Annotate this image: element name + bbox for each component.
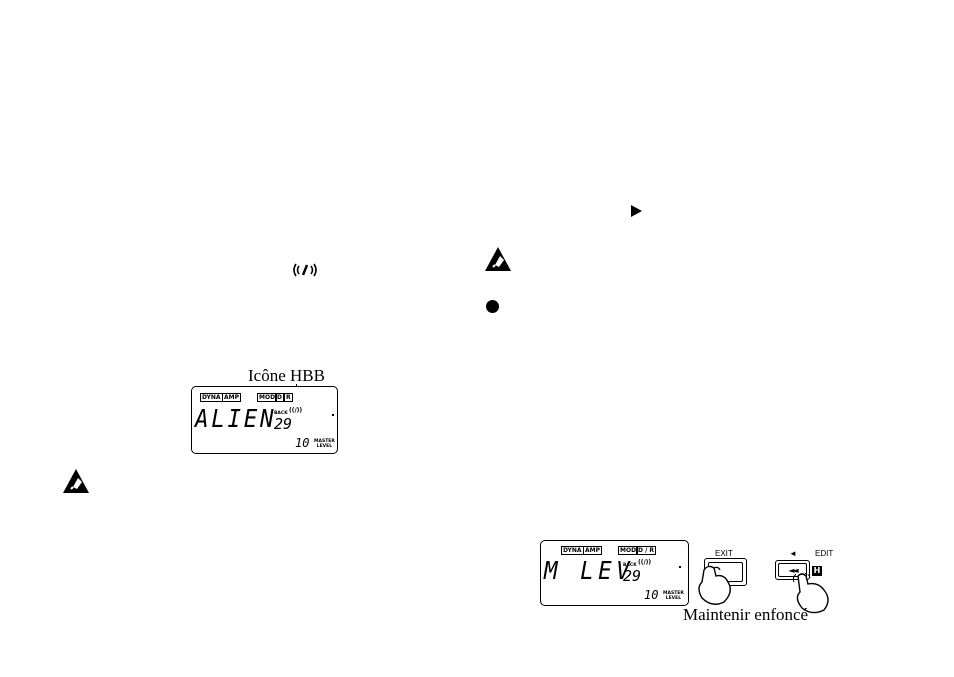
lcd-tag-mod: MOD — [618, 546, 639, 555]
edit-label: EDIT — [815, 549, 834, 558]
edit-arrow: ◄ — [789, 549, 797, 558]
exit-label: EXIT — [715, 549, 733, 558]
bullet-dot-icon — [486, 300, 499, 313]
warning-icon — [63, 469, 89, 498]
lcd-small-label: BACK — [623, 563, 637, 568]
master-level-label: MASTER LEVEL — [314, 439, 335, 449]
lcd-tag-dyna: DYNA — [561, 546, 584, 555]
lcd-tag-dr: D / R — [636, 546, 656, 555]
lcd-level-value: 10 — [644, 588, 659, 602]
lcd-dot — [679, 566, 681, 568]
hbb-icon: ((/)) — [289, 407, 303, 414]
lcd-tag-amp: AMP — [583, 546, 603, 555]
lcd-digits: 29 — [274, 415, 293, 433]
play-triangle-icon — [631, 204, 643, 222]
finger-icon — [694, 560, 738, 613]
hold-badge: H — [812, 566, 822, 576]
lcd-tag-d: D — [275, 393, 284, 402]
lcd-main-text: ALIEN — [195, 404, 277, 433]
lcd-level-value: 10 — [295, 436, 310, 450]
lcd-tag-mod: MOD — [257, 393, 278, 402]
lcd-dot — [332, 414, 334, 416]
hbb-caption: Icône HBB — [248, 366, 325, 385]
finger-icon — [790, 572, 836, 621]
rewind-icon: ◄◄ — [788, 565, 798, 575]
master-level-label: MASTER LEVEL — [663, 591, 684, 601]
lcd-tag-dyna: DYNA — [200, 393, 223, 402]
hbb-icon — [291, 262, 319, 278]
warning-icon — [485, 247, 511, 276]
lcd-main-text: M LEV — [544, 556, 635, 585]
lcd-display: DYNA AMP MOD D / R M LEV BACK 29 ((/)) 1… — [540, 540, 689, 606]
lcd-tag-r: R — [284, 393, 293, 402]
lcd-small-label: BACK — [274, 411, 288, 416]
lcd-display: DYNA AMP MOD D R ALIEN BACK 29 ((/)) 10 … — [191, 386, 338, 454]
hold-caption: Maintenir enfoncé — [683, 605, 809, 624]
lcd-digits: 29 — [623, 567, 642, 585]
hbb-icon: ((/)) — [638, 559, 652, 566]
lcd-tag-amp: AMP — [222, 393, 242, 402]
